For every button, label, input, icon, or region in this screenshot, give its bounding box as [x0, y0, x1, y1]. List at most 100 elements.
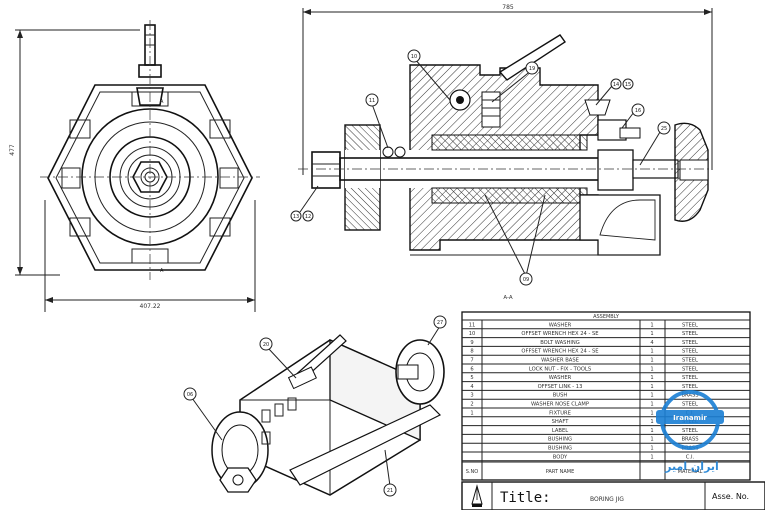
title-value: BORING JIG	[590, 496, 624, 503]
bom-footer-material: MATERIAL	[678, 469, 703, 475]
bom-cell-name: OFFSET LINK - 13	[538, 384, 583, 390]
bom-footer-name: PART NAME	[546, 469, 575, 475]
bom-cell-qty: 1	[650, 366, 653, 372]
section-view-label: A-A	[503, 295, 513, 301]
callout-25-label: 25	[661, 126, 667, 132]
bom-cell-no: 11	[469, 322, 476, 328]
callout-21-label: 21	[387, 488, 393, 494]
callout-16	[631, 103, 645, 117]
bom-cell-qty: 1	[650, 402, 653, 408]
bom-cell-name: BUSHING	[548, 437, 572, 443]
bom-cell-no: 10	[469, 331, 476, 337]
bom-cell-no: 6	[470, 366, 473, 372]
bom-cell-name: OFFSET WRENCH HEX 24 - SE	[521, 331, 598, 337]
bom-cell-name: FIXTURE	[549, 410, 571, 416]
section-view: 785	[290, 4, 713, 301]
callout-14-label: 14	[613, 82, 619, 88]
callout-09	[519, 272, 533, 286]
callout-19-label: 19	[529, 66, 535, 72]
bom-cell-mat: BRASS	[681, 437, 698, 443]
bom-cell-qty: 1	[650, 331, 653, 337]
bom-cell-qty: 1	[650, 384, 653, 390]
callout-10-label: 10	[411, 54, 417, 60]
section-width-dimension: 785	[502, 4, 514, 11]
bom-cell-name: SHAFT	[552, 419, 570, 425]
callout-06-label: 06	[187, 392, 193, 398]
bom-cell-name: BOLT WASHING	[540, 340, 580, 346]
callout-10	[407, 49, 421, 63]
callout-27-label: 27	[437, 320, 443, 326]
callout-15-label: 15	[625, 82, 631, 88]
callout-13	[290, 210, 302, 222]
bom-cell-mat: STEEL	[682, 402, 698, 408]
bom-cell-no: 9	[470, 340, 473, 346]
bom-cell-name: BODY	[553, 454, 568, 460]
bom-cell-name: WASHER	[549, 322, 572, 328]
bom-cell-no: 8	[470, 349, 473, 355]
bom-cell-mat: STEEL	[682, 322, 698, 328]
callout-20	[259, 337, 273, 351]
bom-cell-qty: 1	[650, 375, 653, 381]
bom-cell-mat: STEEL	[682, 366, 698, 372]
watermark-brand: Iranamir	[673, 414, 707, 422]
assembly-number-label: Asse. No.	[712, 492, 749, 501]
title-block: Title: BORING JIG Asse. No.	[461, 481, 765, 510]
callout-06	[183, 387, 197, 401]
iranamir-logo-icon: Iranamir	[656, 390, 724, 450]
bom-cell-qty: 4	[650, 340, 654, 346]
section-mark-top: A	[160, 99, 164, 105]
height-dimension: 477	[9, 144, 16, 156]
bom-cell-qty: 1	[650, 446, 653, 452]
bom-cell-name: LABEL	[552, 428, 568, 434]
bom-cell-mat: STEEL	[682, 349, 698, 355]
callout-16-label: 16	[635, 108, 641, 114]
bom-cell-no: 3	[470, 393, 473, 399]
bom-cell-no: 5	[470, 375, 473, 381]
callout-09-label: 09	[523, 277, 529, 283]
bom-cell-name: WASHER NOSE CLAMP	[531, 402, 589, 408]
bom-cell-mat: STEEL	[682, 428, 698, 434]
bom-cell-mat: STEEL	[682, 384, 698, 390]
section-mark-bottom: A	[160, 268, 164, 274]
iranamir-watermark: Iranamir ایران امیر	[656, 390, 724, 473]
callout-12-label: 12	[305, 214, 311, 220]
bom-cell-qty: 1	[650, 349, 653, 355]
bom-cell-name: LOCK NUT - FIX - TOOLS	[529, 366, 591, 372]
callout-20-label: 20	[263, 342, 269, 348]
bom-cell-no: 1	[470, 410, 473, 416]
callout-27	[433, 315, 447, 329]
callout-14	[610, 78, 622, 90]
bom-cell-no: 2	[470, 402, 473, 408]
title-label: Title:	[500, 490, 551, 506]
callout-21	[383, 483, 397, 497]
bom-cell-qty: 1	[650, 454, 653, 460]
callout-11	[365, 93, 379, 107]
callout-15	[622, 78, 634, 90]
bom-cell-name: WASHER	[549, 375, 572, 381]
bom-cell-mat: STEEL	[682, 358, 698, 364]
bom-cell-name: BUSH	[553, 393, 568, 399]
bom-cell-qty: 1	[650, 410, 653, 416]
bom-cell-qty: 1	[650, 393, 653, 399]
bom-header: ASSEMBLY	[593, 314, 620, 320]
bom-footer-no: S.NO	[466, 469, 479, 475]
callout-19	[525, 61, 539, 75]
callout-11-label: 11	[369, 98, 375, 104]
callout-12	[302, 210, 314, 222]
front-view: 477 407.22	[9, 20, 260, 312]
watermark-persian: ایران امیر	[664, 460, 719, 473]
bom-cell-mat: STEEL	[682, 340, 698, 346]
bom-cell-qty: 1	[650, 358, 653, 364]
fountain-pen-icon	[471, 484, 483, 507]
bom-cell-qty: 1	[650, 322, 653, 328]
bom-cell-name: OFFSET WRENCH HEX 24 - SE	[521, 349, 598, 355]
bom-cell-no: 4	[470, 384, 474, 390]
width-dimension: 407.22	[140, 303, 161, 310]
callout-25	[657, 121, 671, 135]
bom-cell-mat: C.I.	[686, 454, 695, 460]
bom-cell-mat: STEEL	[682, 375, 698, 381]
bom-cell-qty: 1	[650, 428, 653, 434]
callout-13-label: 13	[293, 214, 299, 220]
bom-cell-mat: BRASS	[681, 393, 698, 399]
